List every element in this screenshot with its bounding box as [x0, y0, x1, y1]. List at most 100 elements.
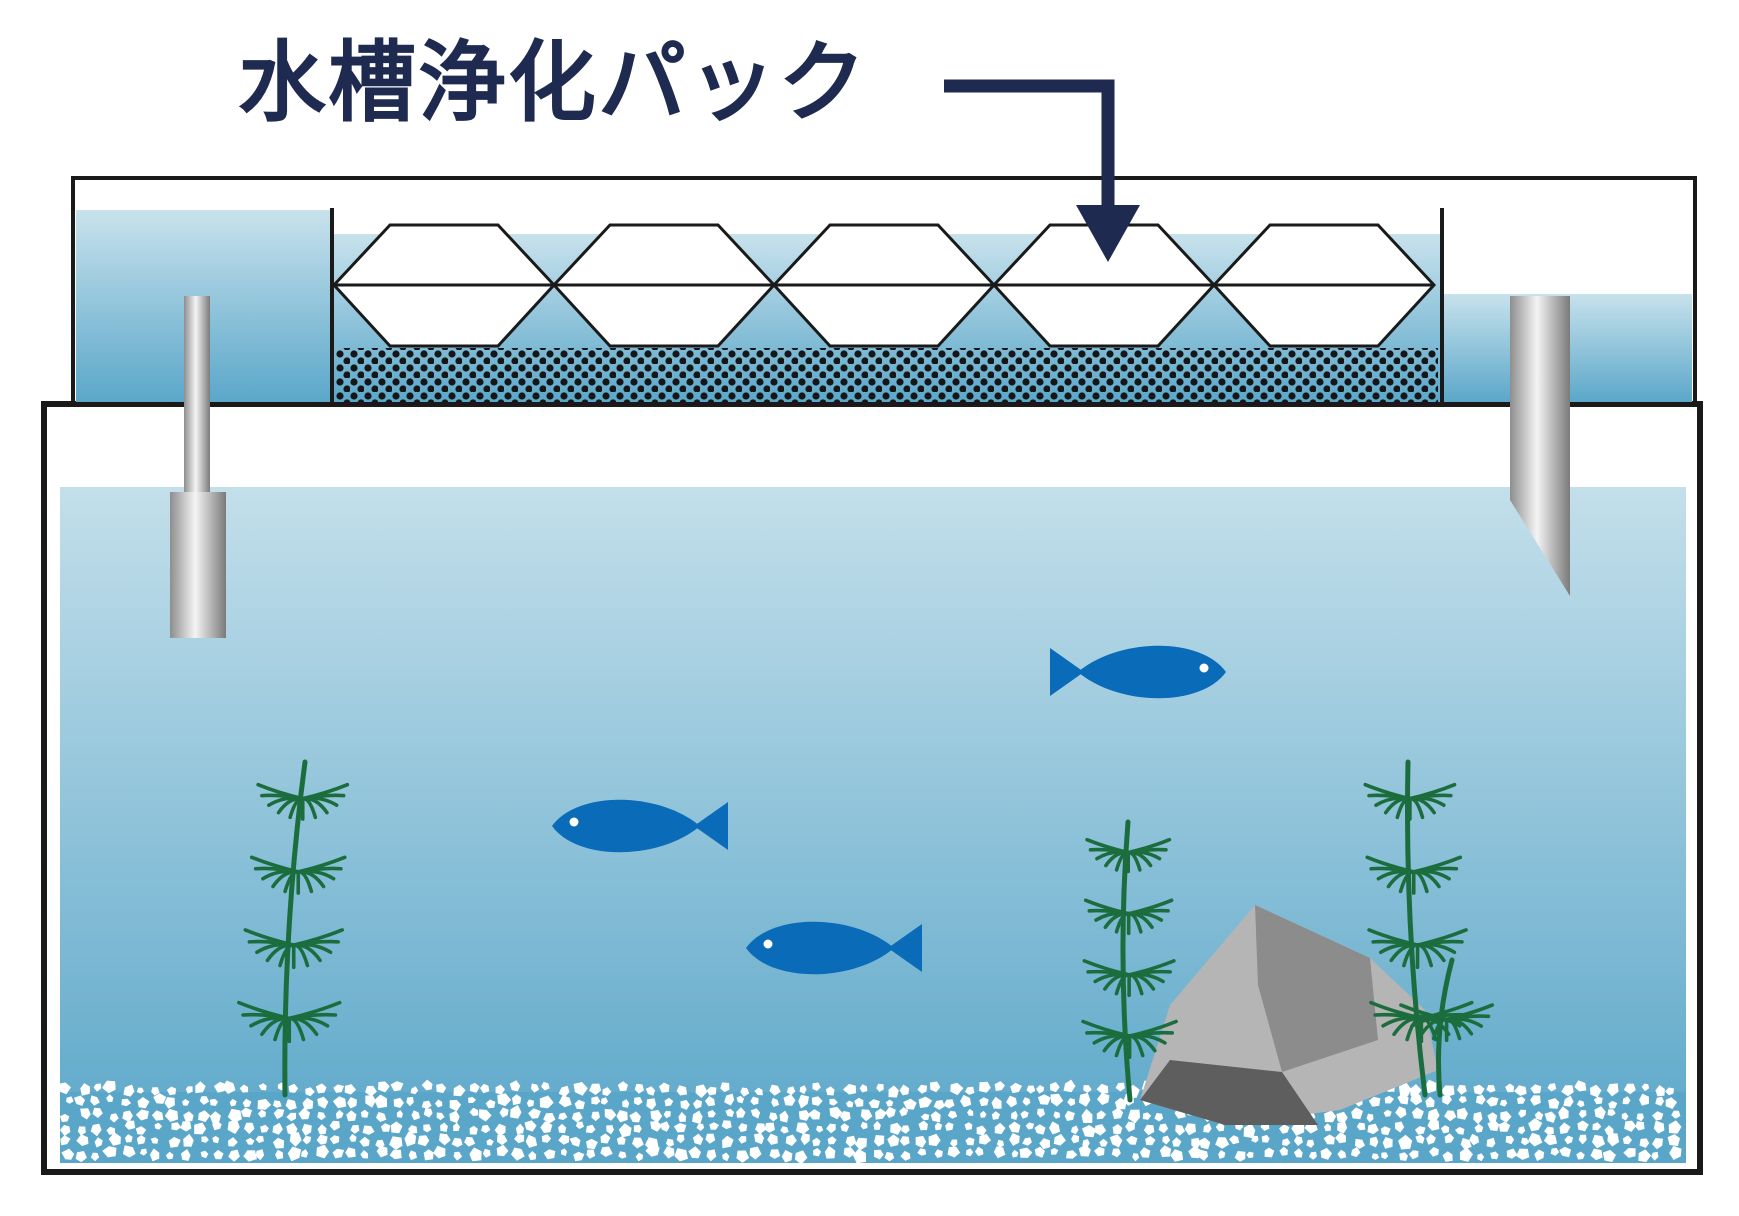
gravel-stone: [227, 1108, 242, 1123]
gravel-stone: [1337, 1149, 1347, 1159]
gravel-stone: [1505, 1083, 1515, 1093]
gravel-stone: [1064, 1110, 1075, 1121]
gravel-stone: [1234, 1151, 1246, 1162]
gravel-stone: [1534, 1149, 1545, 1161]
gravel-stone: [135, 1109, 149, 1121]
gravel-stone: [950, 1139, 958, 1148]
gravel-stone: [166, 1086, 176, 1096]
gravel-stone: [329, 1135, 340, 1145]
gravel-stone: [1486, 1096, 1499, 1107]
gravel-stone: [1218, 1150, 1226, 1159]
gravel-stone: [826, 1123, 836, 1134]
gravel-stone: [779, 1110, 789, 1123]
gravel-stone: [663, 1110, 671, 1119]
gravel-stone: [859, 1084, 868, 1093]
gravel-stone: [1607, 1109, 1616, 1116]
gravel-stone: [349, 1133, 357, 1142]
gravel-stone: [884, 1151, 895, 1162]
gravel-stone: [301, 1123, 312, 1136]
gravel-stone: [1050, 1082, 1060, 1093]
gravel-stone: [720, 1082, 730, 1093]
gravel-stone: [1506, 1148, 1518, 1159]
gravel-stone: [344, 1084, 357, 1095]
gravel-stone: [1309, 1151, 1317, 1160]
gravel-stone: [258, 1083, 267, 1091]
gravel-stone: [705, 1096, 716, 1107]
gravel-stone: [329, 1120, 340, 1131]
gravel-stone: [497, 1093, 512, 1107]
gravel-stone: [574, 1099, 585, 1110]
filter-box-frame: [71, 176, 1697, 406]
gravel-stone: [1336, 1111, 1348, 1124]
gravel-stone: [979, 1097, 989, 1107]
gravel-stone: [1499, 1099, 1508, 1107]
gravel-stone: [60, 1135, 71, 1146]
gravel-stone: [1020, 1110, 1029, 1119]
gravel-stone: [222, 1080, 236, 1094]
gravel-stone: [960, 1094, 972, 1108]
gravel-stone: [439, 1133, 451, 1146]
filter-unit: [71, 176, 1697, 406]
gravel-stone: [121, 1098, 132, 1107]
gravel-stone: [842, 1083, 857, 1095]
gravel-stone: [1457, 1084, 1467, 1095]
gravel-stone: [1125, 1121, 1135, 1132]
gravel-stone: [1335, 1132, 1346, 1144]
diagram-title: 水槽浄化パック: [238, 31, 869, 134]
gravel-stone: [933, 1100, 945, 1110]
gravel-stone: [198, 1110, 211, 1123]
gravel-stone: [1034, 1124, 1046, 1135]
gravel-stone: [1096, 1110, 1107, 1120]
gravel-stone: [302, 1135, 312, 1145]
gravel-stone: [855, 1137, 867, 1151]
gravel-stone: [604, 1109, 617, 1121]
gravel-stone: [980, 1110, 987, 1118]
gravel-stone: [125, 1134, 133, 1143]
gravel-stone: [1408, 1150, 1419, 1160]
gravel-stone: [151, 1087, 160, 1096]
gravel-stone: [787, 1086, 796, 1096]
gravel-stone: [1159, 1145, 1172, 1157]
gravel-stone: [365, 1085, 377, 1097]
gravel-stone: [1602, 1149, 1616, 1162]
gravel-stone: [696, 1123, 705, 1131]
outlet-pipe-body: [1510, 296, 1570, 596]
gravel-stone: [1037, 1108, 1046, 1118]
gravel-stone: [1668, 1120, 1682, 1134]
gravel-stone: [1578, 1134, 1587, 1145]
gravel-stone: [934, 1149, 943, 1158]
gravel-stone: [673, 1123, 687, 1133]
gravel-stone: [1559, 1122, 1571, 1134]
gravel-stone: [1427, 1108, 1440, 1122]
gravel-stone: [1440, 1125, 1450, 1134]
gravel-stone: [796, 1122, 810, 1135]
gravel-stone: [288, 1083, 299, 1093]
gravel-stone: [1083, 1085, 1092, 1093]
gravel-stone: [495, 1084, 505, 1095]
gravel-stone: [135, 1126, 147, 1135]
gravel-stone: [1384, 1095, 1395, 1104]
gravel-stone: [1294, 1136, 1303, 1146]
gravel-stone: [1475, 1094, 1486, 1105]
gravel-stone: [360, 1109, 369, 1118]
gravel-stone: [195, 1081, 206, 1094]
gravel-stone: [1521, 1137, 1530, 1146]
gravel-stone: [1198, 1137, 1211, 1150]
gravel-stone: [1382, 1137, 1393, 1149]
gravel-stone: [629, 1111, 641, 1123]
gravel-stone: [485, 1099, 496, 1109]
gravel-stone: [1544, 1111, 1556, 1123]
gravel-stone: [1574, 1080, 1587, 1092]
gravel-stone: [1229, 1135, 1240, 1145]
gravel-stone: [275, 1149, 284, 1160]
gravel-stone: [1397, 1092, 1409, 1105]
plant-whorl: [1363, 782, 1457, 821]
gravel-stone: [1518, 1109, 1527, 1118]
plant-whorl: [237, 1000, 342, 1044]
gravel-stone: [606, 1125, 614, 1135]
fish: [746, 921, 922, 975]
gravel-stone: [137, 1097, 150, 1109]
gravel-stone: [561, 1148, 567, 1157]
gravel-stone: [1544, 1126, 1554, 1135]
gravel-stone: [417, 1135, 430, 1147]
